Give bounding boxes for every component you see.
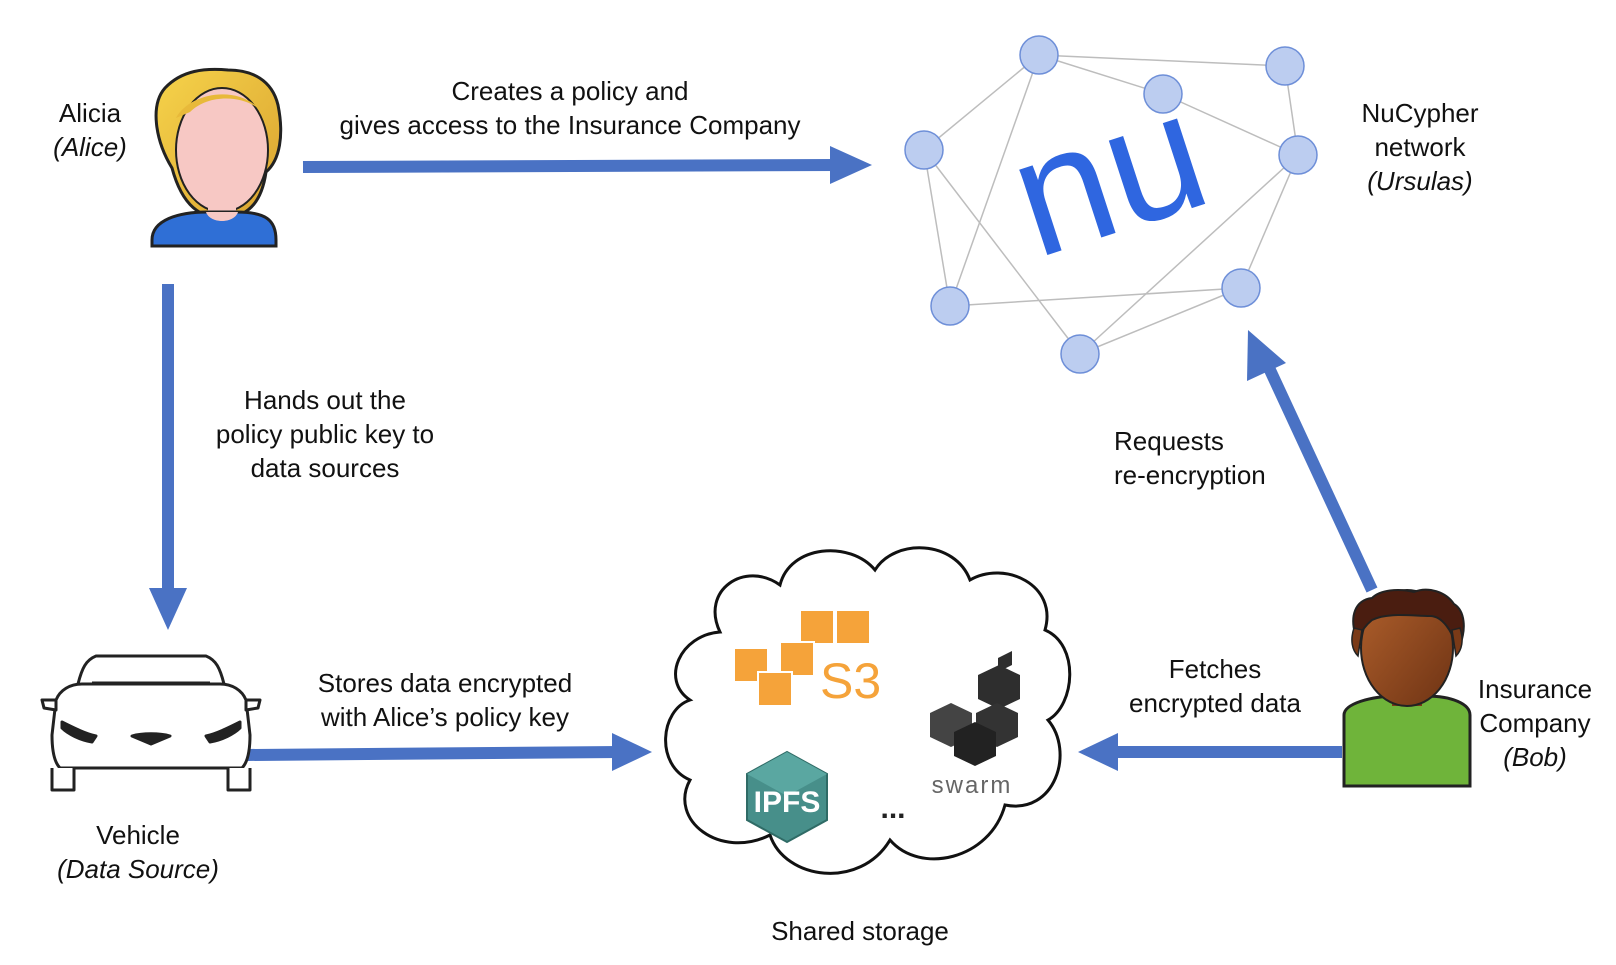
storage-label: Shared storage [740,914,980,948]
more-services-ellipsis: ... [880,792,905,825]
bob-line1: Insurance [1477,674,1593,704]
network-line2: network [1374,132,1466,162]
swarm-label: swarm [932,772,1013,799]
bob-label: Insurance Company (Bob) [1465,672,1605,774]
vehicle-label: Vehicle (Data Source) [38,818,238,886]
edge-label-bob-to-network: Requests re-encryption [1114,426,1266,490]
bob-role: (Bob) [1503,742,1567,772]
edge-label-vehicle-to-storage: Stores data encrypted with Alice’s polic… [317,668,573,732]
edge-label-bob-to-storage: Fetches encrypted data [1128,654,1301,718]
bob-avatar [1342,588,1472,788]
s3-label: S3 [820,653,881,709]
arrow-bob-to-network [1247,330,1378,593]
alice-role: (Alice) [53,132,127,162]
ursula-node [1060,334,1100,374]
storage-name: Shared storage [771,916,949,946]
edge-label-alice-to-network: Creates a policy and gives access to the… [339,76,801,140]
arrow-vehicle-to-storage [246,733,652,771]
nucypher-network-graph [923,54,1299,355]
nucypher-nodes [904,35,1318,374]
nucypher-logo: nu [989,55,1228,294]
ursula-node [1019,35,1059,75]
vehicle-name: Vehicle [96,820,180,850]
ursula-node [1265,46,1305,86]
ipfs-label: IPFS [754,786,821,819]
swarm-logo [930,651,1020,766]
edge-label-alice-to-vehicle: Hands out the policy public key to data … [215,385,435,483]
ursula-node [1278,135,1318,175]
vehicle-role: (Data Source) [57,854,219,884]
ursula-node [1143,74,1183,114]
alice-name: Alicia [58,98,122,128]
network-label: NuCypher network (Ursulas) [1330,96,1510,198]
ursula-node [904,130,944,170]
bob-line2: Company [1479,708,1591,738]
ursula-node [1221,268,1261,308]
vehicle-icon [40,654,262,792]
arrow-bob-to-storage [1078,733,1342,771]
arrow-alice-to-network [302,146,872,184]
alice-avatar [150,67,283,248]
alice-label: Alicia (Alice) [30,96,150,164]
network-line1: NuCypher [1361,98,1479,128]
network-role: (Ursulas) [1367,166,1473,196]
arrow-alice-to-vehicle [149,284,187,630]
ursula-node [930,286,970,326]
aws-s3-logo [733,609,871,707]
ipfs-logo [746,750,828,844]
